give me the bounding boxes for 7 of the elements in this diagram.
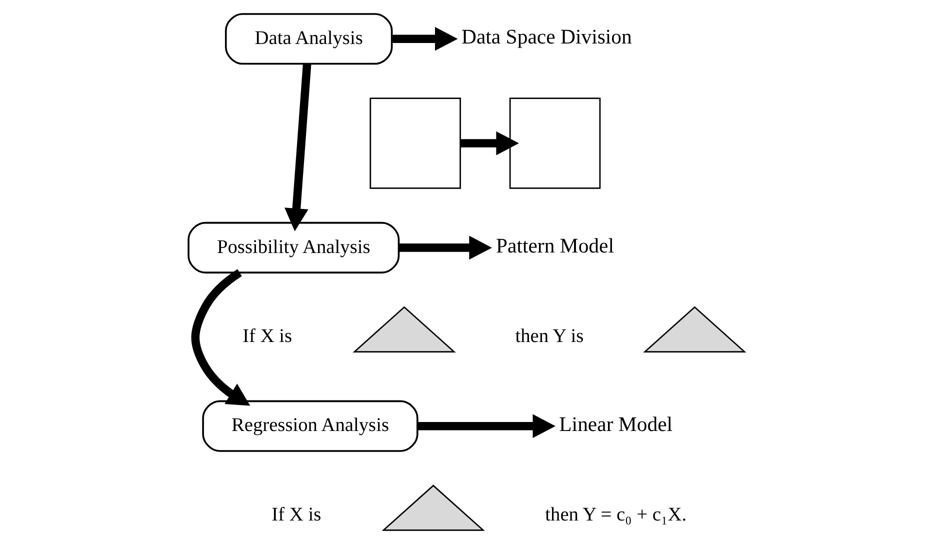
node-text: Pattern Model [496, 236, 614, 258]
node-text: Data Space Division [461, 26, 632, 49]
node-text: If X is [272, 504, 322, 526]
node-text: then Y is [515, 326, 584, 348]
node-text: If X is [242, 326, 292, 348]
node-text: then Y = c₀ + c₁X. [545, 504, 687, 526]
node-text: Linear Model [559, 414, 673, 436]
